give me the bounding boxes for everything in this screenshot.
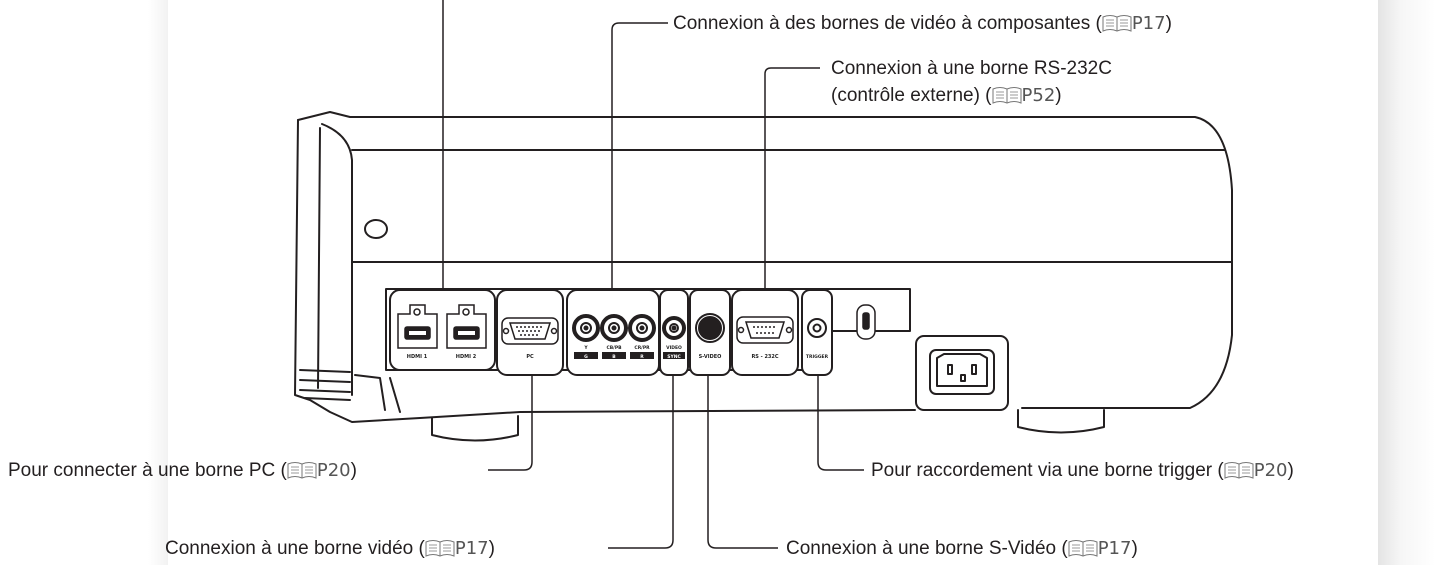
manual-book-icon (1068, 539, 1098, 557)
svideo-callout: Connexion à une borne S-Vidéo ( P17) (786, 538, 1138, 560)
sync-label: SYNC (667, 354, 681, 360)
manual-book-icon (1102, 14, 1132, 32)
projector-body (294, 111, 1233, 442)
trigger-callout: Pour raccordement via une borne trigger … (871, 460, 1294, 482)
hdmi-ports (397, 304, 487, 349)
page-edge-right (1378, 0, 1435, 565)
manual-book-icon (287, 461, 317, 479)
manual-book-icon (425, 539, 455, 557)
pc-page-ref: P20 (316, 460, 351, 481)
page-edge-left (148, 0, 168, 565)
g-label: G (584, 354, 588, 360)
pc-port (501, 317, 559, 345)
rs232-label: RS - 232C (751, 354, 778, 360)
video-page-ref: P17 (454, 538, 489, 559)
leader-lines (442, 0, 864, 549)
hdmi1-label: HDMI 1 (407, 354, 428, 360)
video-callout-text: Connexion à une borne vidéo ( (165, 538, 425, 559)
svideo-port (695, 313, 725, 343)
hdmi2-label: HDMI 2 (456, 354, 477, 360)
video-close: ) (488, 538, 495, 559)
trigger-close: ) (1287, 460, 1294, 481)
rs232-page-ref: P52 (1021, 85, 1056, 106)
rs232-callout-line1: Connexion à une borne RS-232C (831, 58, 1112, 79)
rs232-callout-text: (contrôle externe) ( (831, 85, 992, 106)
rs232-close: ) (1055, 85, 1062, 106)
component-callout-text: Connexion à des bornes de vidéo à compos… (673, 13, 1102, 34)
svideo-close: ) (1131, 538, 1138, 559)
component-page-ref: P17 (1131, 13, 1166, 34)
pc-callout-text: Pour connecter à une borne PC ( (8, 460, 287, 481)
trigger-callout-text: Pour raccordement via une borne trigger … (871, 460, 1224, 481)
rs232c-port (736, 316, 794, 344)
b-label: B (612, 354, 616, 360)
pc-close: ) (350, 460, 357, 481)
video-callout: Connexion à une borne vidéo ( P17) (165, 538, 495, 560)
pc-callout: Pour connecter à une borne PC ( P20) (8, 460, 357, 482)
video-label: VIDEO (666, 345, 682, 351)
trigger-page-ref: P20 (1253, 460, 1288, 481)
component-ports (572, 314, 686, 342)
pc-label: PC (526, 354, 534, 360)
rs232-callout-line2: (contrôle externe) ( P52) (831, 85, 1062, 107)
r-label: R (640, 354, 644, 360)
manual-book-icon (992, 86, 1022, 104)
y-label: Y (583, 345, 588, 351)
trigger-label: TRIGGER (806, 354, 829, 360)
component-color-tabs (574, 352, 685, 359)
cr-label: CR/PR (634, 345, 650, 351)
svideo-callout-text: Connexion à une borne S-Vidéo ( (786, 538, 1068, 559)
svideo-page-ref: P17 (1097, 538, 1132, 559)
component-close: ) (1165, 13, 1172, 34)
manual-book-icon (1224, 461, 1254, 479)
svideo-label: S-VIDEO (699, 354, 722, 360)
cb-label: CB/PB (606, 345, 622, 351)
security-slot (856, 304, 876, 340)
component-callout: Connexion à des bornes de vidéo à compos… (673, 13, 1172, 35)
trigger-port (807, 318, 827, 338)
